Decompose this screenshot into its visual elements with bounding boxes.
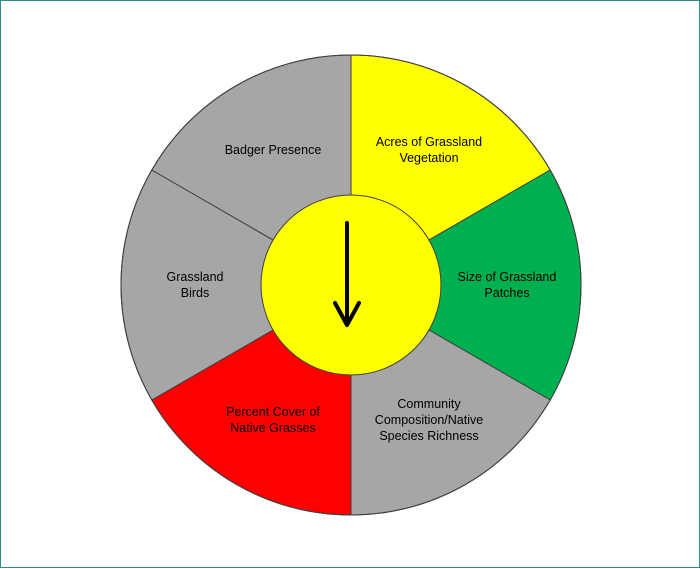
segment-label-line: Acres of Grassland [376,135,482,149]
segment-label-line: Patches [484,286,529,300]
segment-label-line: Badger Presence [225,143,322,157]
segment-label-badger: Badger Presence [225,143,322,157]
wheel-center [260,194,442,376]
segment-label-line: Community [397,397,461,411]
segment-label-line: Percent Cover of [226,405,320,419]
segment-label-line: Size of Grassland [458,270,557,284]
down-arrow-icon [333,221,361,327]
center-status-circle [260,194,442,376]
wheel-outer-ring [120,54,582,516]
segment-label-line: Grassland [167,270,224,284]
segment-label-line: Native Grasses [230,421,315,435]
segment-label-line: Species Richness [379,429,478,443]
segment-label-line: Vegetation [399,151,458,165]
segment-label-line: Composition/Native [375,413,483,427]
segment-label-line: Birds [181,286,209,300]
segment-label-grasses: Percent Cover of Native Grasses [226,405,320,435]
